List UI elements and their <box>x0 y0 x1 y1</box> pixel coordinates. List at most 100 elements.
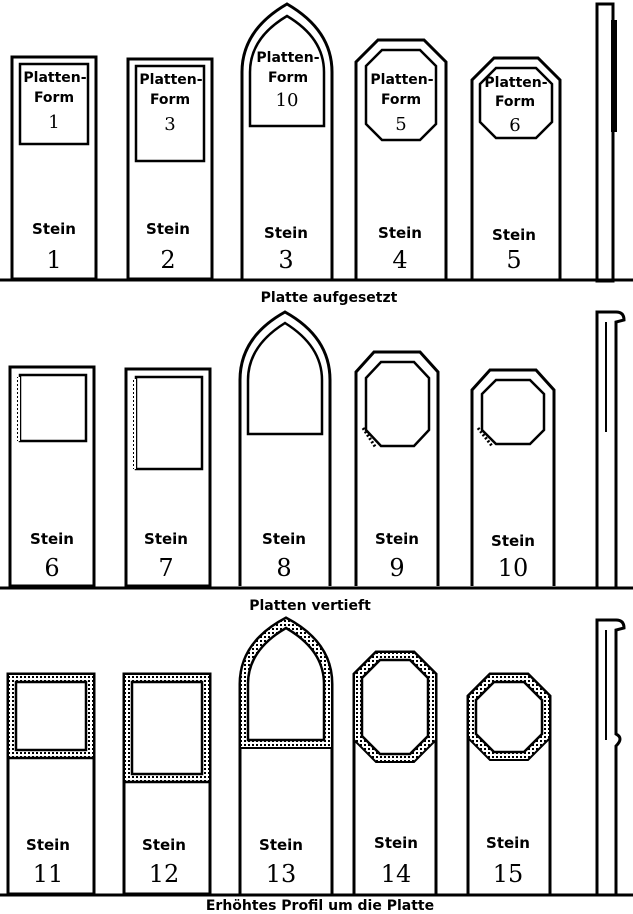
profile-3 <box>595 618 626 896</box>
stone-9 <box>354 350 440 586</box>
stone-12 <box>122 672 212 896</box>
stone-14-number: 14 <box>381 860 412 888</box>
stone-11 <box>6 672 96 896</box>
plate-1-word-1: Platten- <box>23 70 86 86</box>
row-1-caption: Platte aufgesetzt <box>261 290 398 306</box>
stone-4 <box>354 38 448 279</box>
stone-6-recess <box>18 373 88 443</box>
stone-7 <box>124 367 212 588</box>
stone-9-word: Stein <box>375 530 419 548</box>
stone-5-body <box>470 56 562 279</box>
stone-1-number: 1 <box>46 246 61 274</box>
stone-12-plate <box>130 680 204 776</box>
stone-12-word: Stein <box>142 836 186 854</box>
stone-13 <box>238 616 334 894</box>
stone-5 <box>470 56 562 279</box>
stone-9-number: 9 <box>389 554 404 582</box>
stone-7-number: 7 <box>158 554 173 582</box>
stone-7-hatch <box>133 379 136 469</box>
plate-1-number: 1 <box>48 112 59 133</box>
stone-13-number: 13 <box>266 860 297 888</box>
stone-4-number: 4 <box>392 246 407 274</box>
stone-3-word: Stein <box>264 224 308 242</box>
plate-10-number: 10 <box>276 90 299 111</box>
plate-5-word-1: Platten- <box>370 72 433 88</box>
stone-3-plate <box>248 14 326 128</box>
stone-8-word: Stein <box>262 530 306 548</box>
stone-15-word: Stein <box>486 834 530 852</box>
row-2 <box>0 310 633 590</box>
plate-10-word-2: Form <box>268 70 308 86</box>
stone-11-plate <box>14 680 88 752</box>
stone-6-hatch <box>17 377 20 441</box>
profile-3-shape <box>595 618 626 896</box>
profile-1-shape <box>595 2 615 283</box>
stone-8-recess <box>246 321 324 436</box>
row-3-labels: Stein 11 Stein 12 Stein 13 Stein 14 Stei… <box>26 834 530 914</box>
stone-8-number: 8 <box>276 554 291 582</box>
stone-15-plate <box>474 680 544 754</box>
stone-10-body <box>470 368 556 586</box>
stone-15 <box>466 672 552 894</box>
stone-4-plate <box>364 48 438 142</box>
stone-5-word: Stein <box>492 226 536 244</box>
stone-10 <box>470 368 556 586</box>
plate-10-word-1: Platten- <box>256 50 319 66</box>
stone-1-word: Stein <box>32 220 76 238</box>
stone-13-word: Stein <box>259 836 303 854</box>
stone-14 <box>352 650 438 894</box>
row-1 <box>0 2 633 283</box>
stone-3-number: 3 <box>278 246 293 274</box>
plate-6-word-2: Form <box>495 94 535 110</box>
stone-6-body <box>8 365 96 588</box>
stone-11-word: Stein <box>26 836 70 854</box>
plate-3-word-2: Form <box>150 92 190 108</box>
stone-6 <box>8 365 96 588</box>
stone-6-word: Stein <box>30 530 74 548</box>
plate-3-word-1: Platten- <box>139 72 202 88</box>
stone-7-recess <box>134 375 204 471</box>
stone-11-number: 11 <box>33 860 64 888</box>
stone-2-word: Stein <box>146 220 190 238</box>
stone-4-body <box>354 38 448 279</box>
stone-2-number: 2 <box>160 246 175 274</box>
stone-8-body <box>238 310 332 586</box>
stone-14-word: Stein <box>374 834 418 852</box>
stone-7-word: Stein <box>144 530 188 548</box>
stone-14-plate <box>360 658 430 756</box>
plate-3-number: 3 <box>164 114 175 135</box>
stone-5-number: 5 <box>506 246 521 274</box>
row-2-labels: Stein 6 Stein 7 Stein 8 Stein 9 Stein 10… <box>30 530 535 614</box>
profile-2 <box>595 310 626 588</box>
plate-6-number: 6 <box>509 115 520 136</box>
stone-9-body <box>354 350 440 586</box>
stone-2-plate <box>134 64 206 163</box>
row-1-labels: Platten- Form 1 Platten- Form 3 Platten-… <box>23 50 547 306</box>
plate-6-word-1: Platten- <box>484 75 547 91</box>
stone-4-word: Stein <box>378 224 422 242</box>
plate-5-number: 5 <box>395 114 406 135</box>
stone-13-plate <box>246 626 326 742</box>
stone-10-word: Stein <box>491 532 535 550</box>
stone-8 <box>238 310 332 586</box>
row-3 <box>0 616 633 897</box>
stone-1-plate <box>18 62 90 146</box>
row-2-caption: Platten vertieft <box>249 598 371 614</box>
stone-10-recess <box>480 378 546 446</box>
profile-1 <box>595 2 617 283</box>
profile-1-plate <box>611 20 617 132</box>
stone-10-number: 10 <box>498 554 529 582</box>
plate-5-word-2: Form <box>381 92 421 108</box>
stone-5-plate <box>478 66 554 140</box>
stone-15-number: 15 <box>493 860 524 888</box>
plate-1-word-2: Form <box>34 90 74 106</box>
stone-12-number: 12 <box>149 860 180 888</box>
stone-3-body <box>240 2 334 279</box>
row-3-caption: Erhöhtes Profil um die Platte <box>206 898 434 914</box>
stone-6-number: 6 <box>44 554 59 582</box>
stone-3 <box>240 2 334 279</box>
stone-9-recess <box>364 360 431 448</box>
profile-2-shape <box>595 310 626 588</box>
